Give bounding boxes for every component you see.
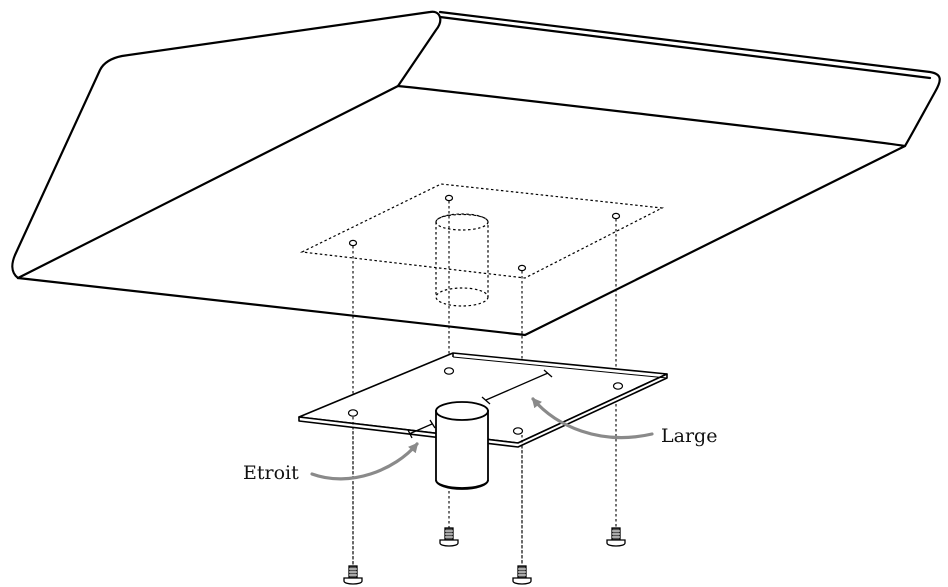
post-body (435, 410, 489, 489)
plate-hole (347, 409, 359, 417)
plate-back-line (452, 356, 668, 379)
footprint-rectangle (299, 183, 665, 279)
narrow-dimension-line (408, 423, 433, 435)
tray-ridge (16, 84, 400, 280)
plate-hole (512, 427, 524, 435)
tray (11, 10, 941, 337)
screw (512, 565, 532, 585)
tray-hole (517, 264, 527, 272)
post-top (435, 401, 489, 421)
screw (606, 527, 626, 547)
tray-hole (611, 212, 621, 220)
plate-holes (347, 367, 624, 435)
wide-dimension-line (485, 372, 549, 401)
socket-cylinder (435, 213, 489, 297)
narrow-label: Etroit (243, 462, 299, 484)
screw (343, 565, 363, 585)
socket-bottom (435, 287, 489, 307)
tray-underside (16, 144, 907, 337)
mount-footprint (299, 183, 665, 307)
tray-outline (11, 10, 941, 280)
plate-guides (352, 417, 523, 565)
tray-lip (438, 15, 932, 80)
socket-top (435, 213, 489, 231)
large-arrow (531, 397, 654, 440)
post-bottom (435, 479, 489, 490)
etroit-arrow (310, 442, 419, 481)
wide-label: Large (661, 425, 718, 447)
post-cylinder (435, 401, 489, 490)
callout-arrows (310, 397, 654, 481)
tray-hole (348, 239, 358, 247)
screw (439, 527, 459, 547)
plate-hole (612, 382, 624, 390)
tray-holes (348, 194, 621, 272)
tray-hole (444, 194, 454, 202)
screws (343, 527, 626, 585)
dimension-marks (407, 369, 553, 439)
plate-hole (443, 367, 455, 375)
